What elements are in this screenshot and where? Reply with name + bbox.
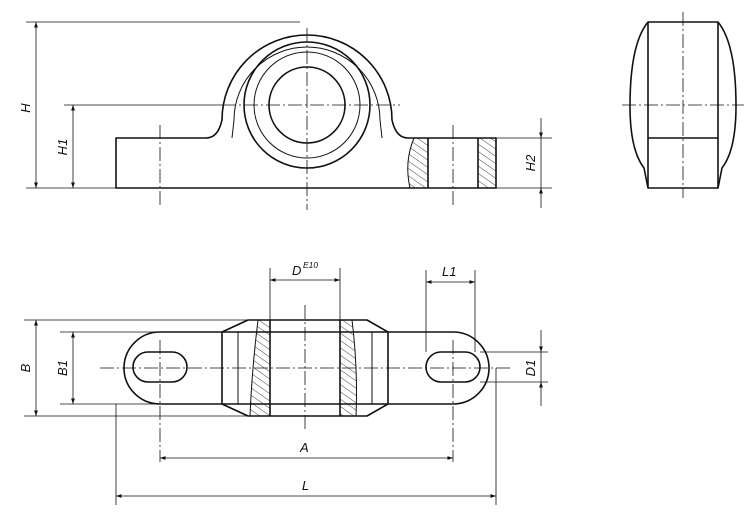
dim-D-tolerance: E10	[303, 260, 318, 270]
slot-hatch-left	[407, 138, 428, 188]
dim-D-label: D	[292, 263, 301, 278]
front-body-outline	[115, 34, 497, 189]
top-view: D E10 L1 B B1 D1 A L	[18, 260, 548, 505]
dim-H2-label: H2	[523, 154, 538, 171]
dim-H1-label: H1	[55, 139, 70, 156]
dim-A-label: A	[299, 440, 309, 455]
dim-L-label: L	[302, 478, 309, 493]
side-view	[622, 12, 744, 198]
dim-B1-label: B1	[55, 360, 70, 376]
dim-H-label: H	[18, 103, 33, 113]
base-plate-outline	[123, 331, 490, 405]
housing-inner-arc	[231, 46, 383, 139]
dim-D1-label: D1	[523, 360, 538, 377]
housing-outline	[221, 319, 389, 417]
dim-B-label: B	[18, 363, 33, 372]
front-view: H H1 H2	[18, 21, 552, 210]
dim-L1-label: L1	[442, 264, 456, 279]
slot-hatch-right	[478, 138, 496, 188]
